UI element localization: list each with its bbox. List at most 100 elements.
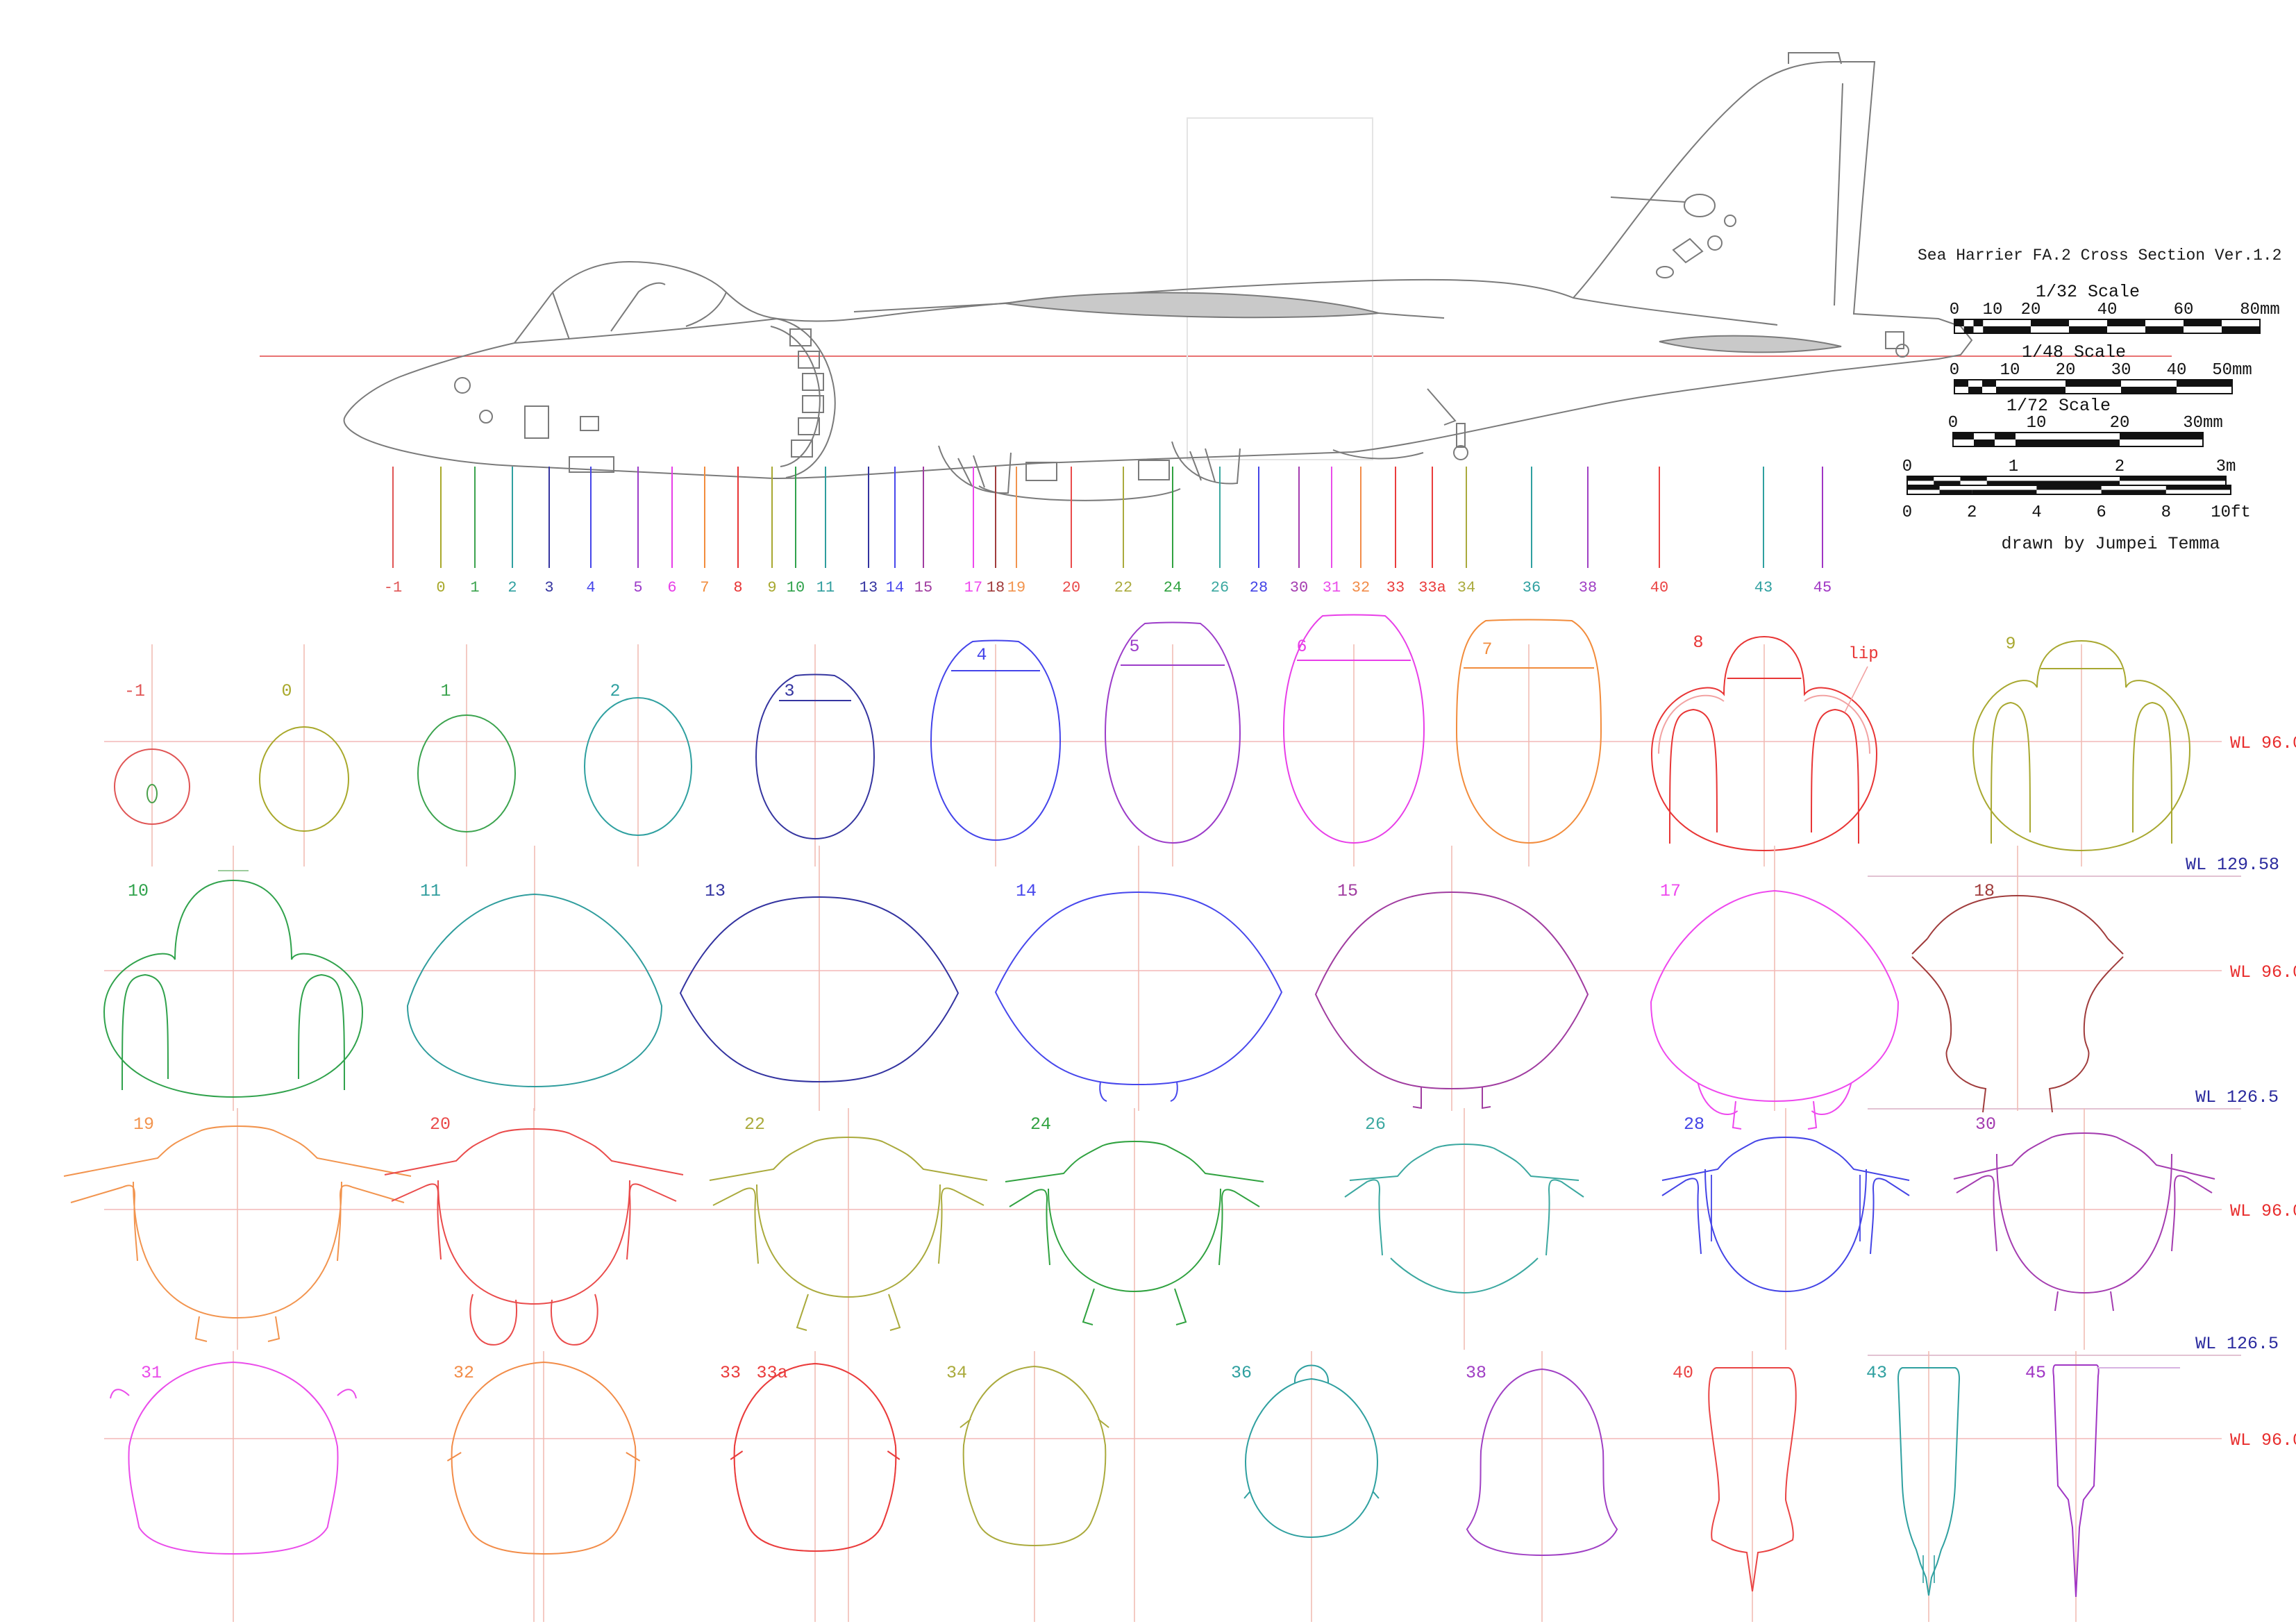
aircraft-fin-antenna-rod [1610,196,1686,203]
bar-cell [1973,319,1984,326]
aircraft-panel-oval [1656,266,1674,278]
aircraft-nose-circle-2 [479,410,493,424]
section-horn [391,1183,442,1260]
section-step-tick [626,1452,641,1462]
station-number: 26 [1211,579,1229,596]
station-number: 33a [1418,579,1446,596]
scale-tick-label: 30mm [2183,414,2223,433]
station-6: 6 [667,467,677,596]
cross-section-18: 18 [1911,846,2124,1113]
section-outline [733,1362,897,1552]
section-number: 19 [133,1114,154,1135]
station-3: 3 [544,467,554,596]
aircraft-pylon-2 [1138,460,1170,480]
scale-tick-label: 10ft [2211,503,2251,522]
station-20: 20 [1062,467,1080,596]
scale-tick-label: 10 [2000,361,2020,380]
bar-cell [1983,326,1993,333]
section-number: 45 [2025,1363,2046,1383]
section-lower-hull [756,1184,941,1298]
station-32: 32 [1352,467,1370,596]
cross-section-45: 45 [2025,1351,2180,1622]
waterline-WL-126.5: WL 126.5 [1868,1334,2279,1356]
section-outline [1104,621,1241,844]
bar-cell [1974,440,1995,446]
station-number: -1 [384,579,402,596]
station-19: 19 [1007,467,1025,596]
section-number: 15 [1337,881,1358,901]
scale-tick-label: 20 [2056,361,2076,380]
station-14: 14 [886,467,904,596]
section-horn [938,1187,984,1264]
waterline-label: WL 96.0 [2230,1430,2296,1450]
station-24: 24 [1164,467,1182,596]
bar-cell [2036,485,2102,490]
section-outline [994,891,1283,1086]
cross-section-0: 0 [259,644,349,867]
bar-cell [1907,485,1940,490]
section-top-knob [1293,1364,1330,1384]
cross-section-38: 38 [1466,1351,1618,1622]
waterline-WL-126.5: WL 126.5 [1868,1087,2279,1110]
bar-cell [2222,326,2260,333]
waterline-WL-96.0: WL 96.0 [104,1430,2296,1450]
section-outline [679,896,960,1083]
station-number: 6 [667,579,676,596]
cross-section-30: 30 [1953,1108,2215,1350]
bar-cell [1939,489,1972,494]
scale-tick-label: 2 [1967,503,1977,522]
aircraft-antenna-base [1684,194,1716,217]
section-horn [1344,1179,1383,1256]
scale-tick-label: 40 [2097,301,2118,319]
station-number: 8 [733,579,742,596]
aircraft-fin-base-fairing [1573,297,1778,326]
scale-tick-label: 20 [2110,414,2130,433]
section-pod [1811,1082,1852,1115]
waterline-label: WL 129.58 [2186,855,2279,875]
aircraft-tail-panel [1885,331,1904,349]
waterline-WL-96.0: WL 96.0 [104,962,2296,982]
scale-tick-label: 20 [2021,301,2041,319]
station-2: 2 [508,467,517,596]
section-outline [451,1361,637,1555]
cross-section-3: 3 [755,644,875,867]
section-horn [712,1187,759,1264]
aircraft-wing-root-line [853,303,1445,319]
bar-cell [1954,319,1964,326]
section-number: 11 [420,881,441,901]
bar-cell [2145,326,2184,333]
station-number: 4 [586,579,595,596]
aircraft-tailplane [1659,335,1842,353]
aircraft-panel-circle-2 [1707,235,1723,251]
section-number: 36 [1231,1363,1252,1383]
scale-tick-label: 8 [2161,503,2171,522]
section-horn [1870,1178,1910,1255]
scale-tick-label: 60 [2174,301,2194,319]
bar-cell [1995,433,2016,440]
scale-tick-label: 0 [1950,361,1959,380]
section-horn [2171,1175,2213,1252]
section-horn [1218,1189,1260,1266]
bar-cell [2121,387,2177,394]
scale-bar-title: 1/48 Scale [2022,342,2126,362]
cross-section-22: 22 [709,1108,988,1622]
aircraft-drop-tank [978,485,1181,501]
bar-cell [2165,485,2231,490]
section-cap [1661,1137,1910,1181]
station--1: -1 [384,467,402,596]
cross-section-40: 40 [1673,1351,1797,1622]
station-number: 43 [1754,579,1773,596]
section-horn [337,1184,405,1262]
cross-section-36: 36 [1231,1351,1380,1622]
section-brim [1911,938,1928,955]
section-intake-trunk [1991,701,2031,844]
cross-section-26: 26 [1344,1108,1584,1350]
section-outline [1897,1367,1961,1596]
section-step-tick [1372,1491,1380,1499]
section-outline [259,726,349,832]
section-horn [70,1184,138,1262]
section-number: -1 [124,681,145,701]
